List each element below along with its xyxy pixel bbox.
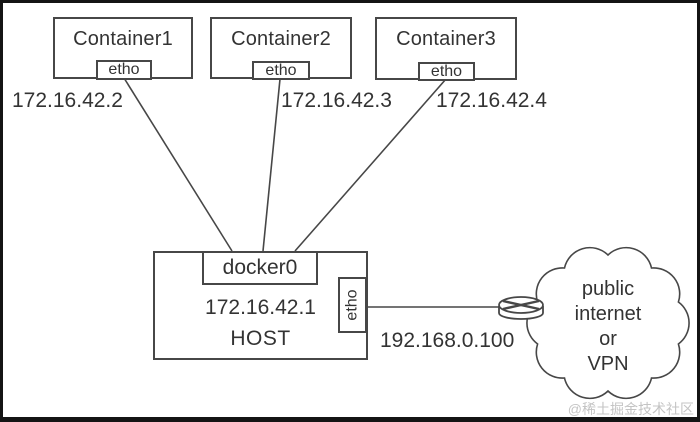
host-eth-label: etho: [343, 289, 361, 321]
container1-eth-label: etho: [108, 61, 140, 78]
cloud-text: public internet or VPN: [528, 277, 688, 377]
veth-line-container2: [262, 78, 281, 252]
veth-line-container1: [123, 77, 233, 252]
container1-ip-label: 172.16.42.2: [12, 89, 123, 112]
cloud-text-line2: internet: [574, 303, 642, 325]
container2-box: Container2: [210, 17, 352, 79]
cloud-shape: [526, 246, 690, 400]
container3-ip-label: 172.16.42.4: [436, 89, 547, 112]
container3-eth-label: etho: [430, 62, 463, 80]
container3-eth-box: etho: [418, 62, 475, 81]
router-icon: [498, 296, 544, 320]
docker0-bridge-label: docker0: [222, 256, 298, 279]
host-eth-ip-label: 192.168.0.100: [380, 329, 515, 352]
docker0-bridge-box: docker0: [202, 251, 318, 285]
watermark: @稀土掘金技术社区: [567, 401, 694, 417]
container2-eth-label: etho: [265, 61, 297, 79]
host-title: HOST: [230, 327, 291, 350]
cloud-text-line4: VPN: [587, 353, 629, 375]
veth-line-container3: [294, 78, 447, 252]
host-eth-box: etho: [338, 277, 367, 333]
container1-title: Container1: [73, 28, 173, 50]
container3-title: Container3: [396, 28, 496, 50]
container2-title: Container2: [231, 28, 331, 50]
host-bridge-ip-label: 172.16.42.1: [205, 296, 316, 319]
container1-eth-box: etho: [96, 60, 152, 80]
cloud-text-line1: public: [581, 278, 635, 300]
cloud-text-line3: or: [599, 328, 617, 350]
container2-ip-label: 172.16.42.3: [281, 89, 392, 112]
container2-eth-box: etho: [252, 61, 310, 80]
